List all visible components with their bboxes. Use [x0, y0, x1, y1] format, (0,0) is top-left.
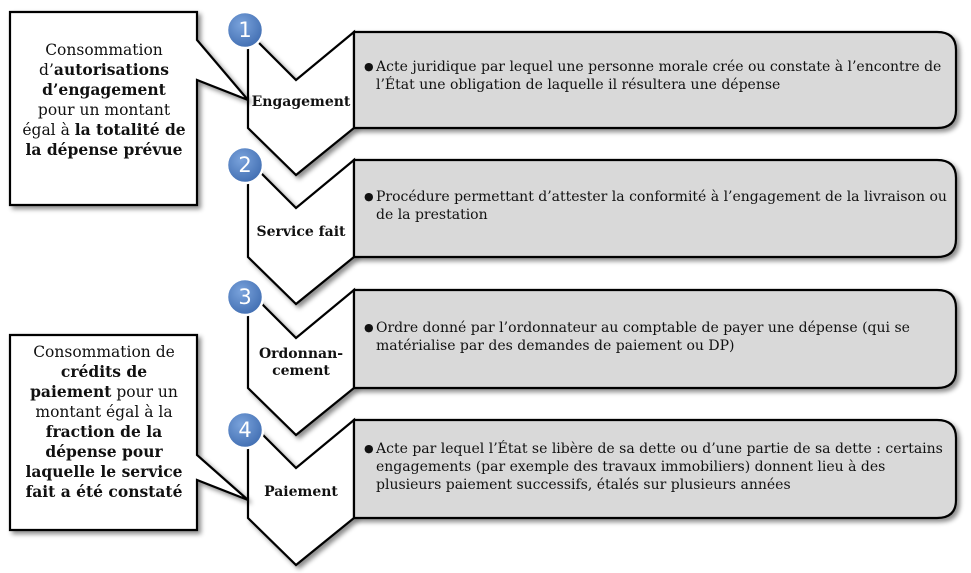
step-number-circle-1 — [225, 10, 265, 50]
callout-top-line5: égal à la totalité de — [22, 120, 186, 139]
description-box-1 — [352, 30, 958, 130]
step-description-3: ● Ordre donné par l’ordonnateur au compt… — [364, 319, 949, 355]
callout-top-line6: la dépense prévue — [25, 140, 183, 159]
callout-bottom-line2: crédits de — [60, 362, 148, 381]
callout-bottom-line8: fait a été constaté — [25, 482, 183, 501]
callout-bottom-line4: montant égal à la — [35, 403, 173, 421]
step-label-service-fait: Service fait — [256, 224, 346, 240]
step-label-ordonnancement: Ordonnan- cement — [248, 346, 354, 380]
callout-top-line1: Consommation — [45, 41, 163, 59]
bullet-icon: ● — [364, 321, 374, 334]
callout-top-text: Consommation d’autorisations d’engagemen… — [14, 40, 194, 160]
step-label-engagement: Engagement — [251, 94, 351, 110]
callout-top-line3: d’engagement — [42, 80, 166, 99]
step-description-2: ● Procédure permettant d’attester la con… — [364, 188, 949, 224]
callout-bottom-line3: paiement pour un — [30, 382, 178, 401]
description-box-4 — [352, 418, 958, 520]
callout-top-line2: d’autorisations — [39, 60, 169, 79]
callout-bottom-line1: Consommation de — [33, 343, 175, 361]
step-number-circle-3 — [225, 277, 265, 317]
step-description-4-text: Acte par lequel l’État se libère de sa d… — [376, 441, 943, 493]
step-number-3: 3 — [238, 285, 252, 309]
callout-bottom-line6: dépense pour — [45, 442, 163, 461]
callout-top-line4: pour un montant — [37, 101, 171, 119]
step-number-2: 2 — [238, 153, 252, 177]
step-label-paiement: Paiement — [264, 484, 338, 500]
step-description-4: ● Acte par lequel l’État se libère de sa… — [364, 440, 949, 494]
bullet-icon: ● — [364, 442, 374, 455]
step-label-ordonnancement-line2: cement — [272, 363, 330, 379]
description-box-3 — [352, 288, 958, 390]
step-number-1: 1 — [238, 18, 252, 42]
callout-bottom-text: Consommation de crédits de paiement pour… — [14, 342, 194, 502]
description-box-2 — [352, 158, 958, 259]
step-number-circle-4 — [225, 410, 265, 450]
callout-bottom-box — [8, 333, 249, 532]
callout-bottom-line5: fraction de la — [45, 422, 163, 441]
bullet-icon: ● — [364, 60, 374, 73]
step-label-ordonnancement-line1: Ordonnan- — [258, 346, 344, 362]
step-number-4: 4 — [238, 418, 252, 442]
callout-bottom-line7: laquelle le service — [25, 462, 183, 481]
step-description-1-text: Acte juridique par lequel une personne m… — [376, 59, 942, 93]
step-description-1: ● Acte juridique par lequel une personne… — [364, 58, 949, 94]
callout-top-box — [8, 10, 249, 207]
step-description-3-text: Ordre donné par l’ordonnateur au comptab… — [376, 320, 910, 354]
bullet-icon: ● — [364, 190, 374, 203]
step-description-2-text: Procédure permettant d’attester la confo… — [376, 189, 947, 223]
step-number-circle-2 — [225, 145, 265, 185]
